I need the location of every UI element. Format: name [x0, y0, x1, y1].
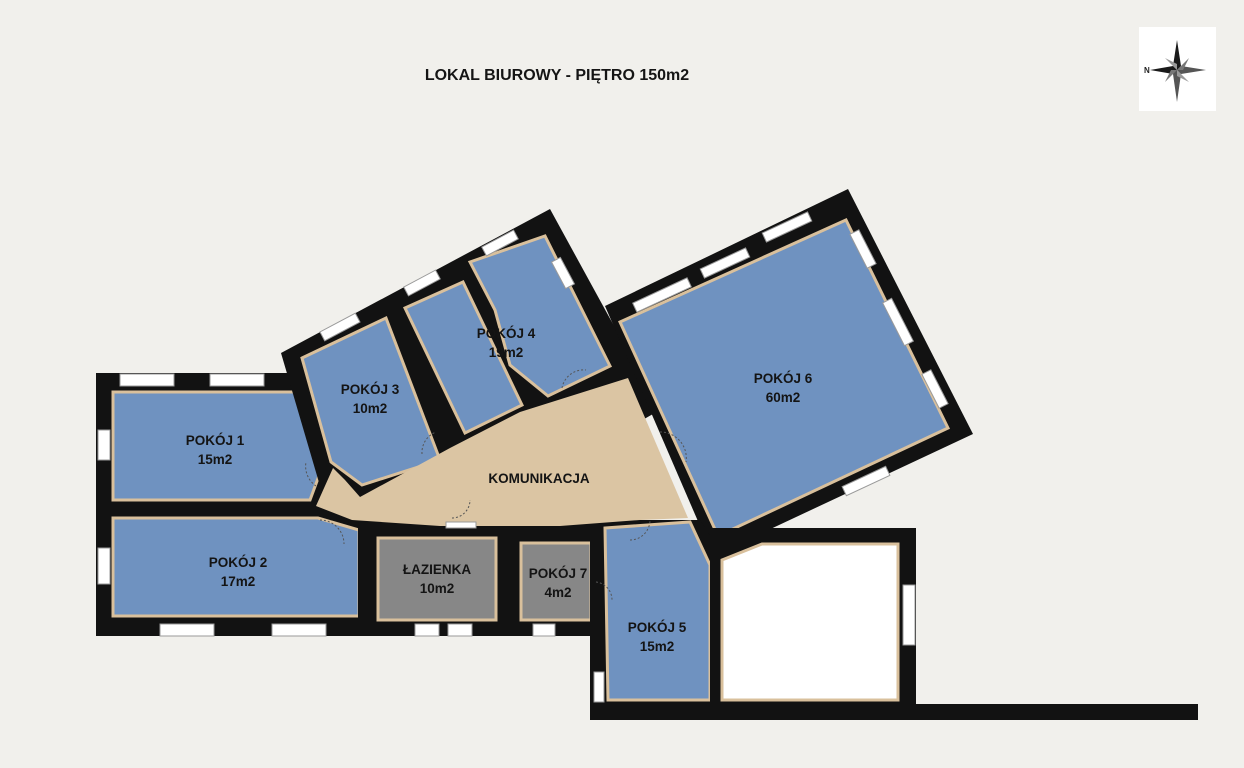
compass: N [1139, 27, 1216, 111]
room-pokoj-7-fill [519, 541, 593, 622]
room-area: 10m2 [353, 401, 388, 416]
room-name: POKÓJ 4 [477, 326, 536, 341]
room-label-pokoj-1: POKÓJ 1 15m2 [186, 433, 245, 467]
room-label-pokoj-5: POKÓJ 5 15m2 [628, 620, 687, 654]
plan-title: LOKAL BIUROWY - PIĘTRO 150m2 [425, 67, 689, 84]
room-area: 15m2 [198, 452, 233, 467]
room-name: ŁAZIENKA [403, 562, 471, 577]
room-area: 60m2 [766, 390, 801, 405]
windows [97, 211, 949, 703]
room-pokoj-3-fill [300, 315, 442, 487]
room-label-komunikacja: KOMUNIKACJA [488, 471, 590, 486]
room-label-pokoj-2: POKÓJ 2 17m2 [209, 555, 268, 589]
room-area: 10m2 [420, 581, 455, 596]
room-label-pokoj-6: POKÓJ 6 60m2 [754, 371, 813, 405]
room-area: 15m2 [640, 639, 675, 654]
room-name: POKÓJ 7 [529, 566, 588, 581]
room-area: 17m2 [221, 574, 256, 589]
room-label-pokoj-7: POKÓJ 7 4m2 [529, 566, 588, 600]
room-name: POKÓJ 2 [209, 555, 268, 570]
room-label-pokoj-4: POKÓJ 4 19m2 [477, 326, 536, 360]
compass-rose-icon [1150, 40, 1206, 102]
room-area: 4m2 [544, 585, 571, 600]
room-unlabeled-fill [720, 542, 900, 702]
room-pokoj-6-fill [618, 218, 951, 539]
room-label-lazienka: ŁAZIENKA 10m2 [403, 562, 471, 596]
compass-north-label: N [1144, 66, 1150, 75]
doors [305, 369, 687, 601]
wall-terrace-line [590, 704, 1198, 720]
room-lazienka-fill [376, 536, 498, 622]
room-name: POKÓJ 1 [186, 433, 245, 448]
room-pokoj-4-west-fill [402, 280, 524, 436]
room-komunikacja-fill [316, 378, 688, 526]
room-label-pokoj-3: POKÓJ 3 10m2 [341, 382, 400, 416]
room-area: 19m2 [489, 345, 524, 360]
room-pokoj-5-fill [603, 520, 712, 702]
room-name: POKÓJ 5 [628, 620, 687, 635]
room-name: POKÓJ 6 [754, 371, 813, 386]
room-name: POKÓJ 3 [341, 382, 400, 397]
room-name: KOMUNIKACJA [488, 471, 590, 486]
room-pokoj-4-fill [467, 234, 613, 398]
